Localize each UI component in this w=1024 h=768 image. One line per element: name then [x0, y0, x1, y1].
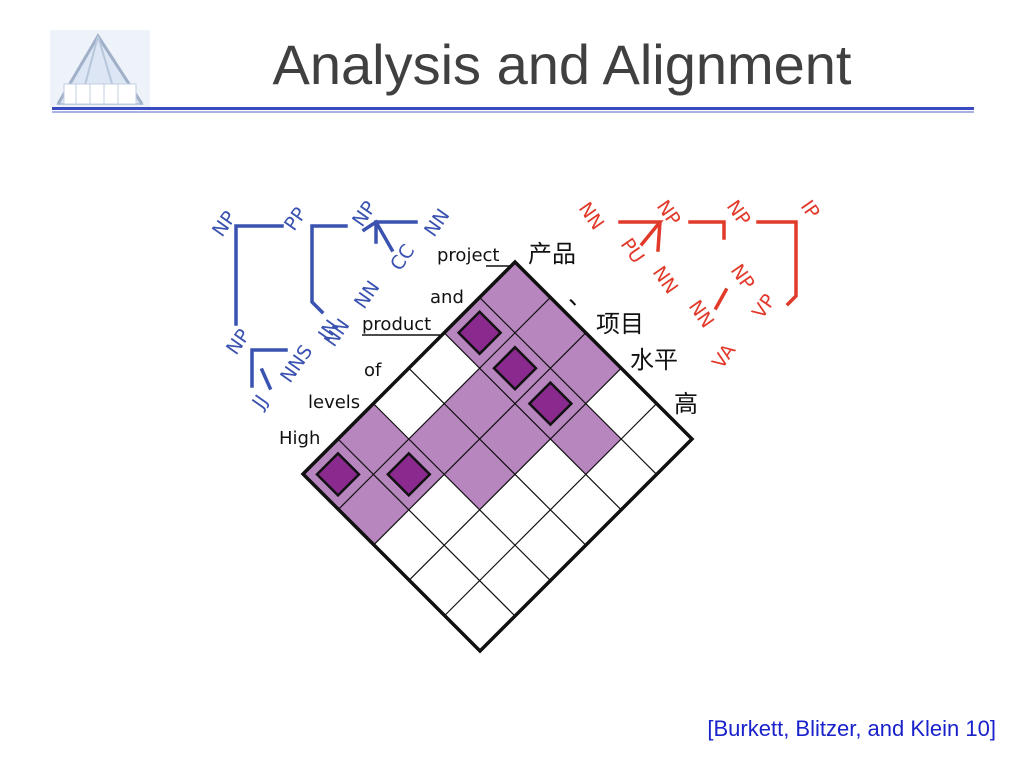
chinese-tag: NN	[648, 262, 682, 298]
english-tag: NNS	[276, 341, 317, 387]
chinese-tag: IP	[796, 196, 824, 223]
english-tag: NP	[222, 325, 255, 359]
english-word: project	[437, 245, 499, 266]
grid-line	[372, 403, 551, 582]
alignment-link-mark	[456, 310, 503, 356]
chinese-word: 项目	[596, 310, 644, 338]
english-word: High	[279, 428, 320, 449]
english-tag: NN	[420, 205, 454, 241]
chinese-tag: NN	[574, 198, 608, 234]
english-tag: JJ	[248, 391, 273, 414]
chinese-tag: VP	[748, 290, 780, 323]
grid-line	[337, 438, 516, 617]
chinese-tag: PU	[616, 234, 649, 267]
chinese-word: 产品	[528, 240, 576, 268]
grid-line	[479, 296, 658, 475]
english-word: and	[430, 287, 464, 308]
alignment-links	[315, 310, 574, 498]
english-tag: PP	[280, 203, 311, 234]
chinese-sentence: 产品 、 项目 水平 高	[528, 240, 698, 418]
title-underline	[52, 107, 974, 113]
alignment-grid	[300, 259, 695, 654]
grid-lines	[337, 296, 658, 617]
chinese-tag: VA	[708, 340, 740, 373]
alignment-link-mark	[527, 380, 574, 427]
grid-outline	[300, 259, 695, 654]
alignment-link-mark	[492, 345, 538, 391]
grid-line	[443, 332, 622, 511]
chinese-tree-branches	[618, 220, 798, 311]
grid-line	[408, 367, 587, 546]
chinese-parse-tree: NN NP NP IP PU NN NP NN VP VA	[574, 196, 824, 373]
glass-pavilion-logo	[50, 30, 150, 108]
english-sentence: project and product of levels High	[279, 245, 510, 449]
english-word: product	[362, 314, 431, 335]
chinese-word: 高	[674, 390, 698, 418]
chinese-tag: NP	[722, 196, 755, 230]
chinese-word: 、	[568, 282, 592, 310]
english-word: of	[364, 360, 382, 381]
alignment-link-mark	[386, 451, 432, 498]
citation: [Burkett, Blitzer, and Klein 10]	[707, 716, 996, 741]
english-tag: NN	[350, 277, 384, 313]
english-word: levels	[308, 392, 360, 413]
chinese-tag: NN	[684, 296, 718, 332]
english-tree-branches	[234, 219, 418, 391]
alignment-link-mark	[315, 451, 361, 498]
english-parse-tree: NP PP NP NN CC NN NN IN NNS NP JJ	[208, 197, 454, 413]
chinese-tag: NP	[726, 260, 759, 294]
chinese-word: 水平	[630, 346, 678, 374]
page-title: Analysis and Alignment	[272, 33, 852, 96]
